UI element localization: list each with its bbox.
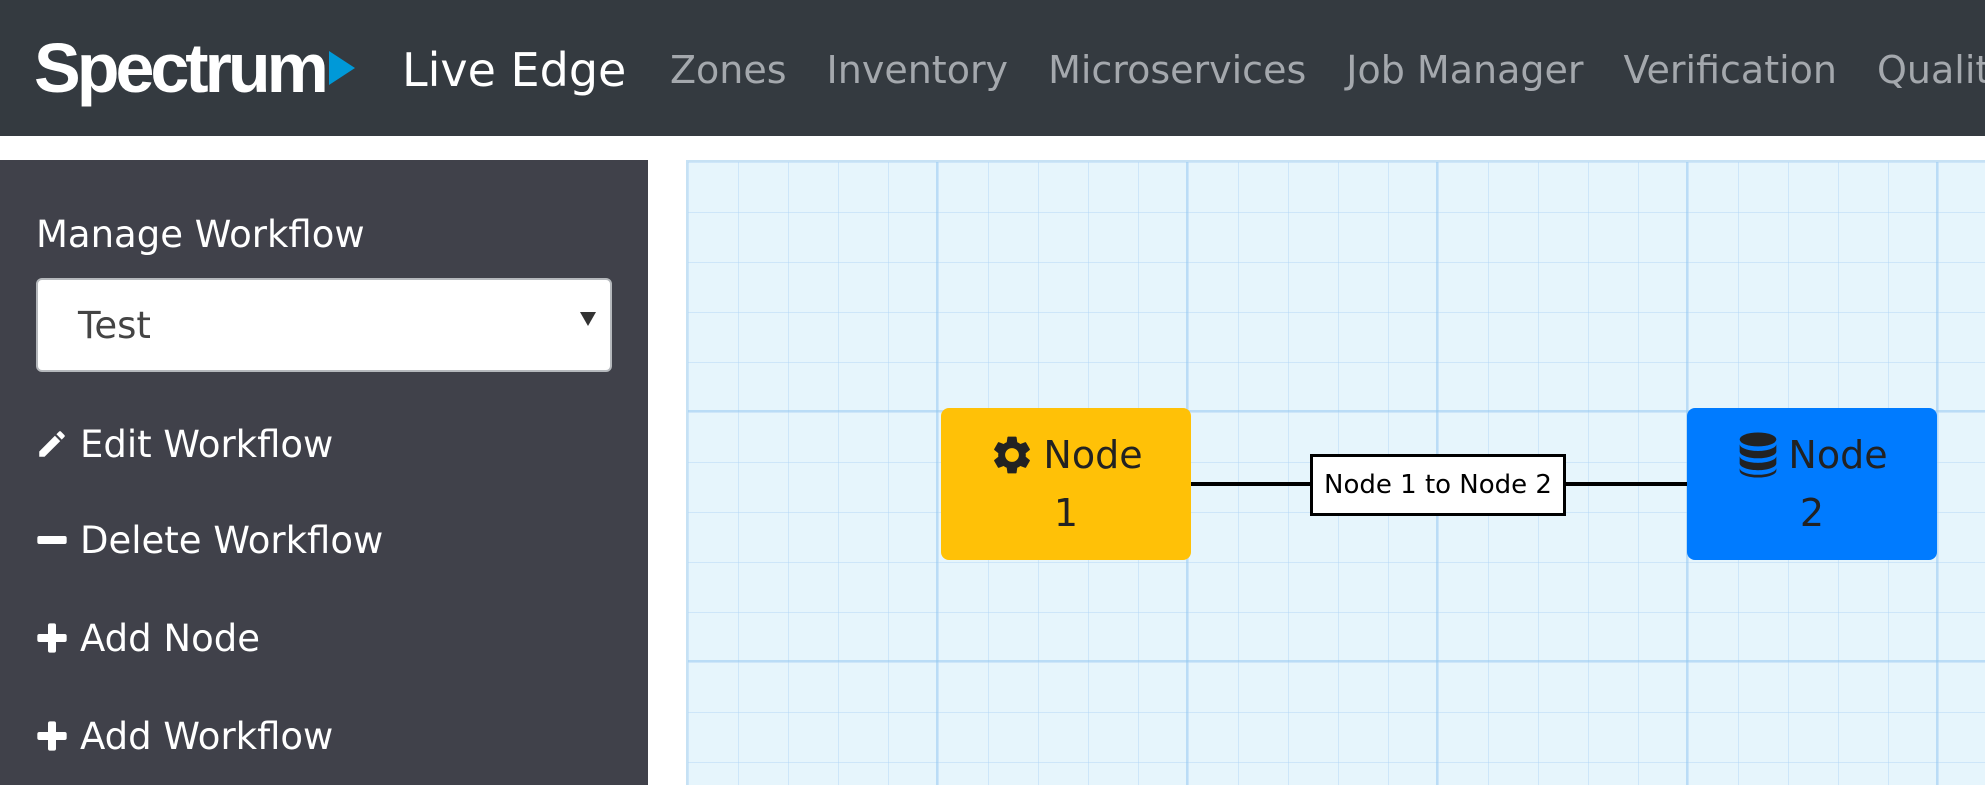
workflow-node-1[interactable]: Node 1 <box>941 408 1191 560</box>
sidebar-title: Manage Workflow <box>36 213 365 256</box>
plus-icon <box>34 720 70 752</box>
nav-link-verification[interactable]: Verification <box>1623 48 1838 92</box>
nav-link-zones[interactable]: Zones <box>670 48 787 92</box>
brand-triangle-icon <box>328 51 355 85</box>
pencil-icon <box>34 427 70 461</box>
minus-icon <box>34 524 70 556</box>
edge-label[interactable]: Node 1 to Node 2 <box>1310 454 1566 516</box>
workflow-node-2[interactable]: Node 2 <box>1687 408 1937 560</box>
add-workflow-label: Add Workflow <box>80 714 334 758</box>
node-1-header: Node <box>989 426 1143 484</box>
nav-link-quality[interactable]: Quality <box>1877 48 1985 92</box>
gear-icon <box>994 436 1031 474</box>
brand-name: Spectrum <box>34 29 329 107</box>
nav-links: Zones Inventory Microservices Job Manage… <box>670 42 1985 98</box>
brand-subtitle[interactable]: Live Edge <box>402 43 627 97</box>
nav-link-microservices[interactable]: Microservices <box>1048 48 1307 92</box>
add-node-button[interactable]: Add Node <box>34 610 260 666</box>
spectrum-logo[interactable]: Spectrum <box>34 26 355 110</box>
delete-workflow-label: Delete Workflow <box>80 518 384 562</box>
delete-workflow-button[interactable]: Delete Workflow <box>34 512 383 568</box>
node-1-title: Node <box>1043 433 1143 477</box>
node-2-number: 2 <box>1799 491 1825 535</box>
workflow-select-value: Test <box>78 304 151 347</box>
top-navbar: Spectrum Live Edge Zones Inventory Micro… <box>0 0 1985 136</box>
edit-workflow-button[interactable]: Edit Workflow <box>34 416 333 472</box>
sidebar: Manage Workflow Test Edit Workflow Delet… <box>0 160 648 785</box>
node-1-number: 1 <box>1053 491 1079 535</box>
workflow-select[interactable]: Test <box>36 278 612 372</box>
plus-icon <box>34 622 70 654</box>
node-2-title: Node <box>1788 433 1888 477</box>
add-workflow-button[interactable]: Add Workflow <box>34 708 333 764</box>
database-icon <box>1740 432 1777 478</box>
node-2-header: Node <box>1736 426 1888 484</box>
nav-link-inventory[interactable]: Inventory <box>826 48 1009 92</box>
nav-link-job-manager[interactable]: Job Manager <box>1346 48 1584 92</box>
edit-workflow-label: Edit Workflow <box>80 422 334 466</box>
caret-down-icon <box>580 312 596 326</box>
add-node-label: Add Node <box>80 616 260 660</box>
